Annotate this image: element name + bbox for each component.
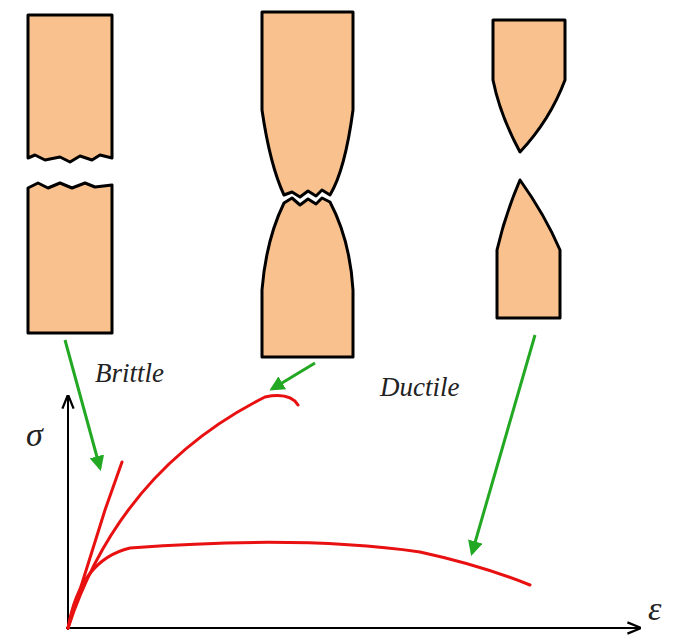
axis-label: ε [648, 592, 661, 626]
moderate-specimen-bottom [262, 198, 353, 357]
class-label: Ductile [380, 374, 459, 401]
pointer-arrow [65, 340, 100, 468]
axis-label: σ [26, 418, 43, 452]
ductile-curve [68, 542, 530, 628]
ductile-specimen-bottom [497, 180, 560, 318]
brittle-specimen-bottom [28, 183, 112, 333]
pointer-arrow [272, 363, 315, 389]
brittle-specimen-top [28, 15, 112, 162]
class-label: Brittle [95, 360, 164, 387]
moderate-curve [68, 396, 298, 628]
strain-axis [66, 627, 640, 629]
pointer-arrow [472, 335, 535, 553]
moderate-specimen-top [262, 12, 353, 197]
stress-axis [67, 396, 69, 630]
ductile-specimen-top [493, 20, 565, 152]
